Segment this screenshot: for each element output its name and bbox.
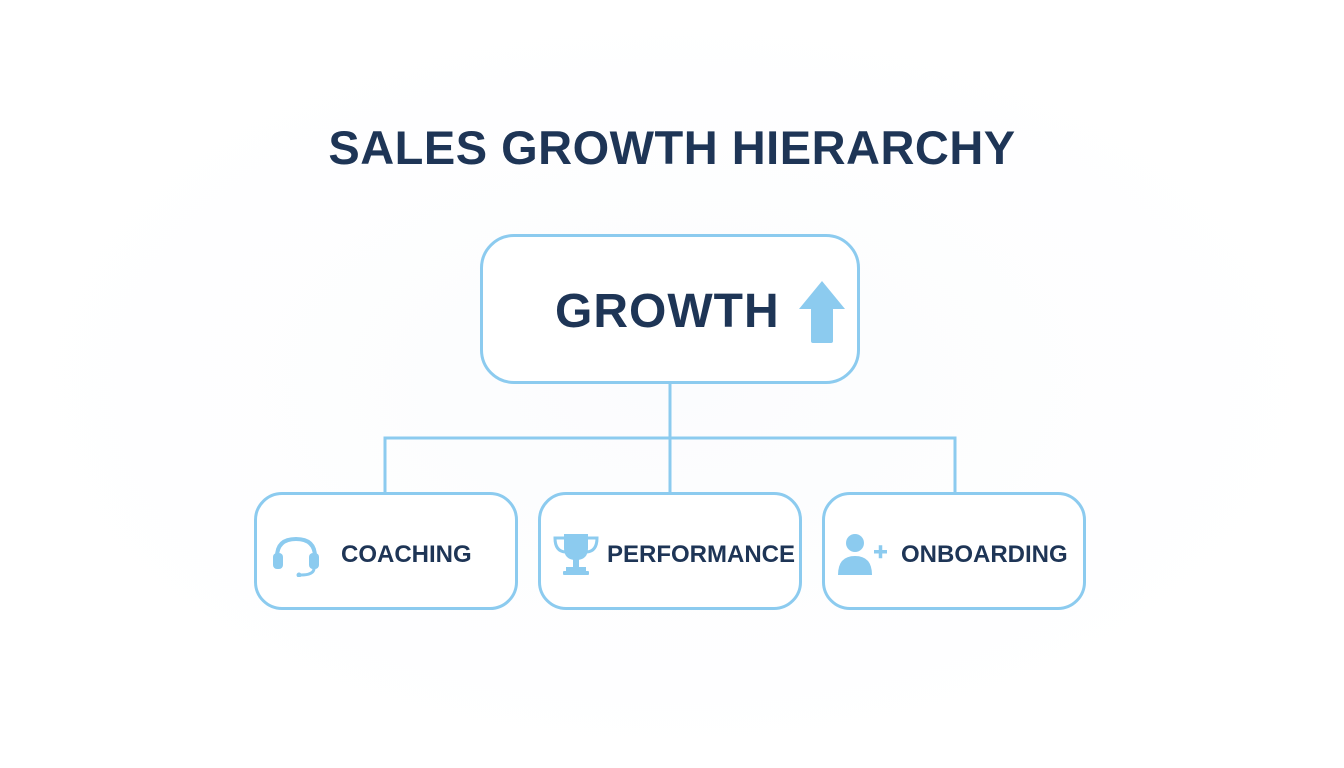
onboarding-label: ONBOARDING [901,541,1068,568]
up-arrow-icon [799,281,845,343]
onboarding-node: ONBOARDING [822,492,1086,610]
trophy-icon [553,534,599,575]
performance-node: PERFORMANCE [538,492,802,610]
add-user-icon [838,534,887,575]
coaching-node: COACHING [254,492,518,610]
page-title: SALES GROWTH HIERARCHY [328,121,1016,174]
growth-node: GROWTH [480,234,860,384]
coaching-label: COACHING [341,541,472,568]
performance-label: PERFORMANCE [607,541,796,568]
headset-icon [273,536,319,577]
growth-label: GROWTH [555,285,780,338]
